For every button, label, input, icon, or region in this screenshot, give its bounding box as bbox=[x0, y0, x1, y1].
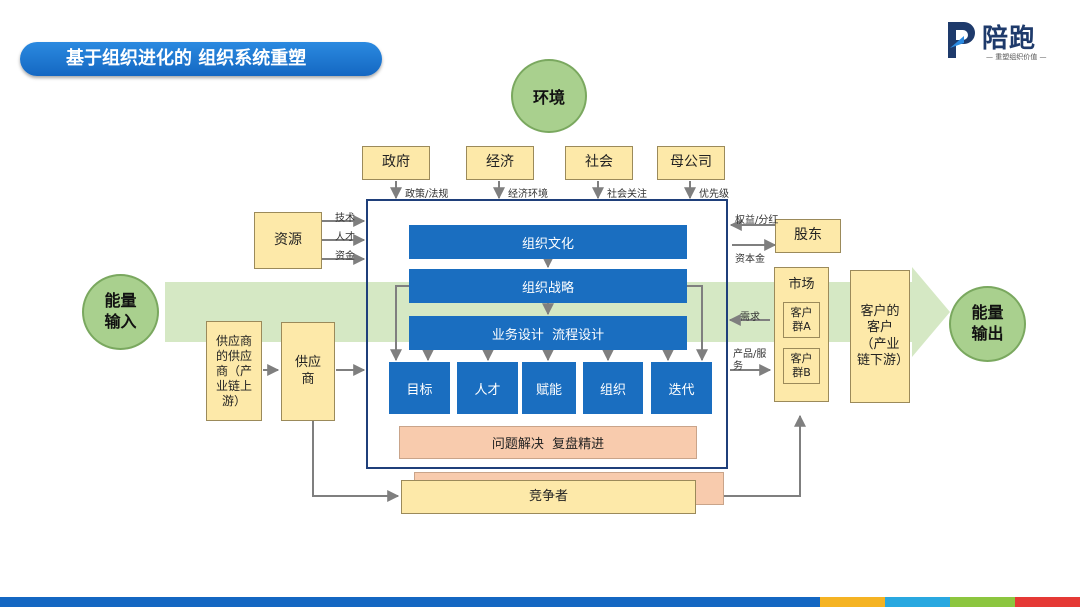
environment-circle: 环境 bbox=[511, 59, 587, 133]
downstream-customer-box: 客户的客户（产业链下游） bbox=[850, 270, 910, 403]
shareholders-box: 股东 bbox=[775, 219, 841, 253]
org-culture-box: 组织文化 bbox=[409, 225, 687, 259]
env-source-government: 政府 bbox=[362, 146, 430, 180]
flow-label-capital: 资金 bbox=[335, 251, 355, 262]
element-iteration: 迭代 bbox=[651, 362, 712, 414]
element-organization: 组织 bbox=[583, 362, 643, 414]
flow-label-priority: 优先级 bbox=[699, 189, 729, 200]
footer-bar-green bbox=[950, 597, 1015, 607]
resources-box: 资源 bbox=[254, 212, 322, 269]
logo-name: 陪跑 bbox=[982, 24, 1037, 54]
footer-bar-red bbox=[1015, 597, 1080, 607]
competitor-box: 竞争者 bbox=[401, 480, 696, 514]
energy-output-circle: 能量输出 bbox=[949, 286, 1026, 362]
flow-label-demand: 需求 bbox=[740, 312, 760, 323]
flow-label-policy: 政策/法规 bbox=[405, 189, 449, 200]
org-strategy-box: 组织战略 bbox=[409, 269, 687, 303]
page-title: 基于组织进化的 组织系统重塑 bbox=[20, 42, 382, 76]
env-source-economy: 经济 bbox=[466, 146, 534, 180]
logo-tagline: — 重塑组织价值 — bbox=[986, 53, 1047, 61]
flow-label-technology: 技术 bbox=[335, 213, 355, 224]
footer-bar-yellow bbox=[820, 597, 885, 607]
customer-group-a: 客户群A bbox=[783, 302, 820, 338]
upstream-supplier-box: 供应商的供应商（产业链上游） bbox=[206, 321, 262, 421]
element-talent: 人才 bbox=[457, 362, 518, 414]
flow-label-economic-env: 经济环境 bbox=[508, 189, 548, 200]
element-goal: 目标 bbox=[389, 362, 450, 414]
energy-band-arrow bbox=[165, 267, 950, 357]
env-source-society: 社会 bbox=[565, 146, 633, 180]
env-source-parent-company: 母公司 bbox=[657, 146, 725, 180]
flow-label-dividend: 权益/分红 bbox=[735, 215, 779, 226]
customer-group-b: 客户群B bbox=[783, 348, 820, 384]
core-frame bbox=[366, 199, 728, 469]
problem-solving-box: 问题解决 复盘精进 bbox=[399, 426, 697, 459]
supplier-box: 供应商 bbox=[281, 322, 335, 421]
footer-bar-cyan bbox=[885, 597, 950, 607]
flow-label-capital-in: 资本金 bbox=[735, 254, 765, 265]
element-enablement: 赋能 bbox=[522, 362, 576, 414]
market-label: 市场 bbox=[788, 277, 815, 292]
logo-icon bbox=[948, 22, 975, 58]
flow-label-talent: 人才 bbox=[335, 232, 355, 243]
business-process-design-box: 业务设计 流程设计 bbox=[409, 316, 687, 350]
flow-label-products-services: 产品/服务 bbox=[733, 349, 767, 372]
market-box: 市场 客户群A 客户群B bbox=[774, 267, 829, 402]
footer-bar-blue bbox=[0, 597, 820, 607]
energy-input-circle: 能量输入 bbox=[82, 274, 159, 350]
flow-label-social-concern: 社会关注 bbox=[607, 189, 647, 200]
